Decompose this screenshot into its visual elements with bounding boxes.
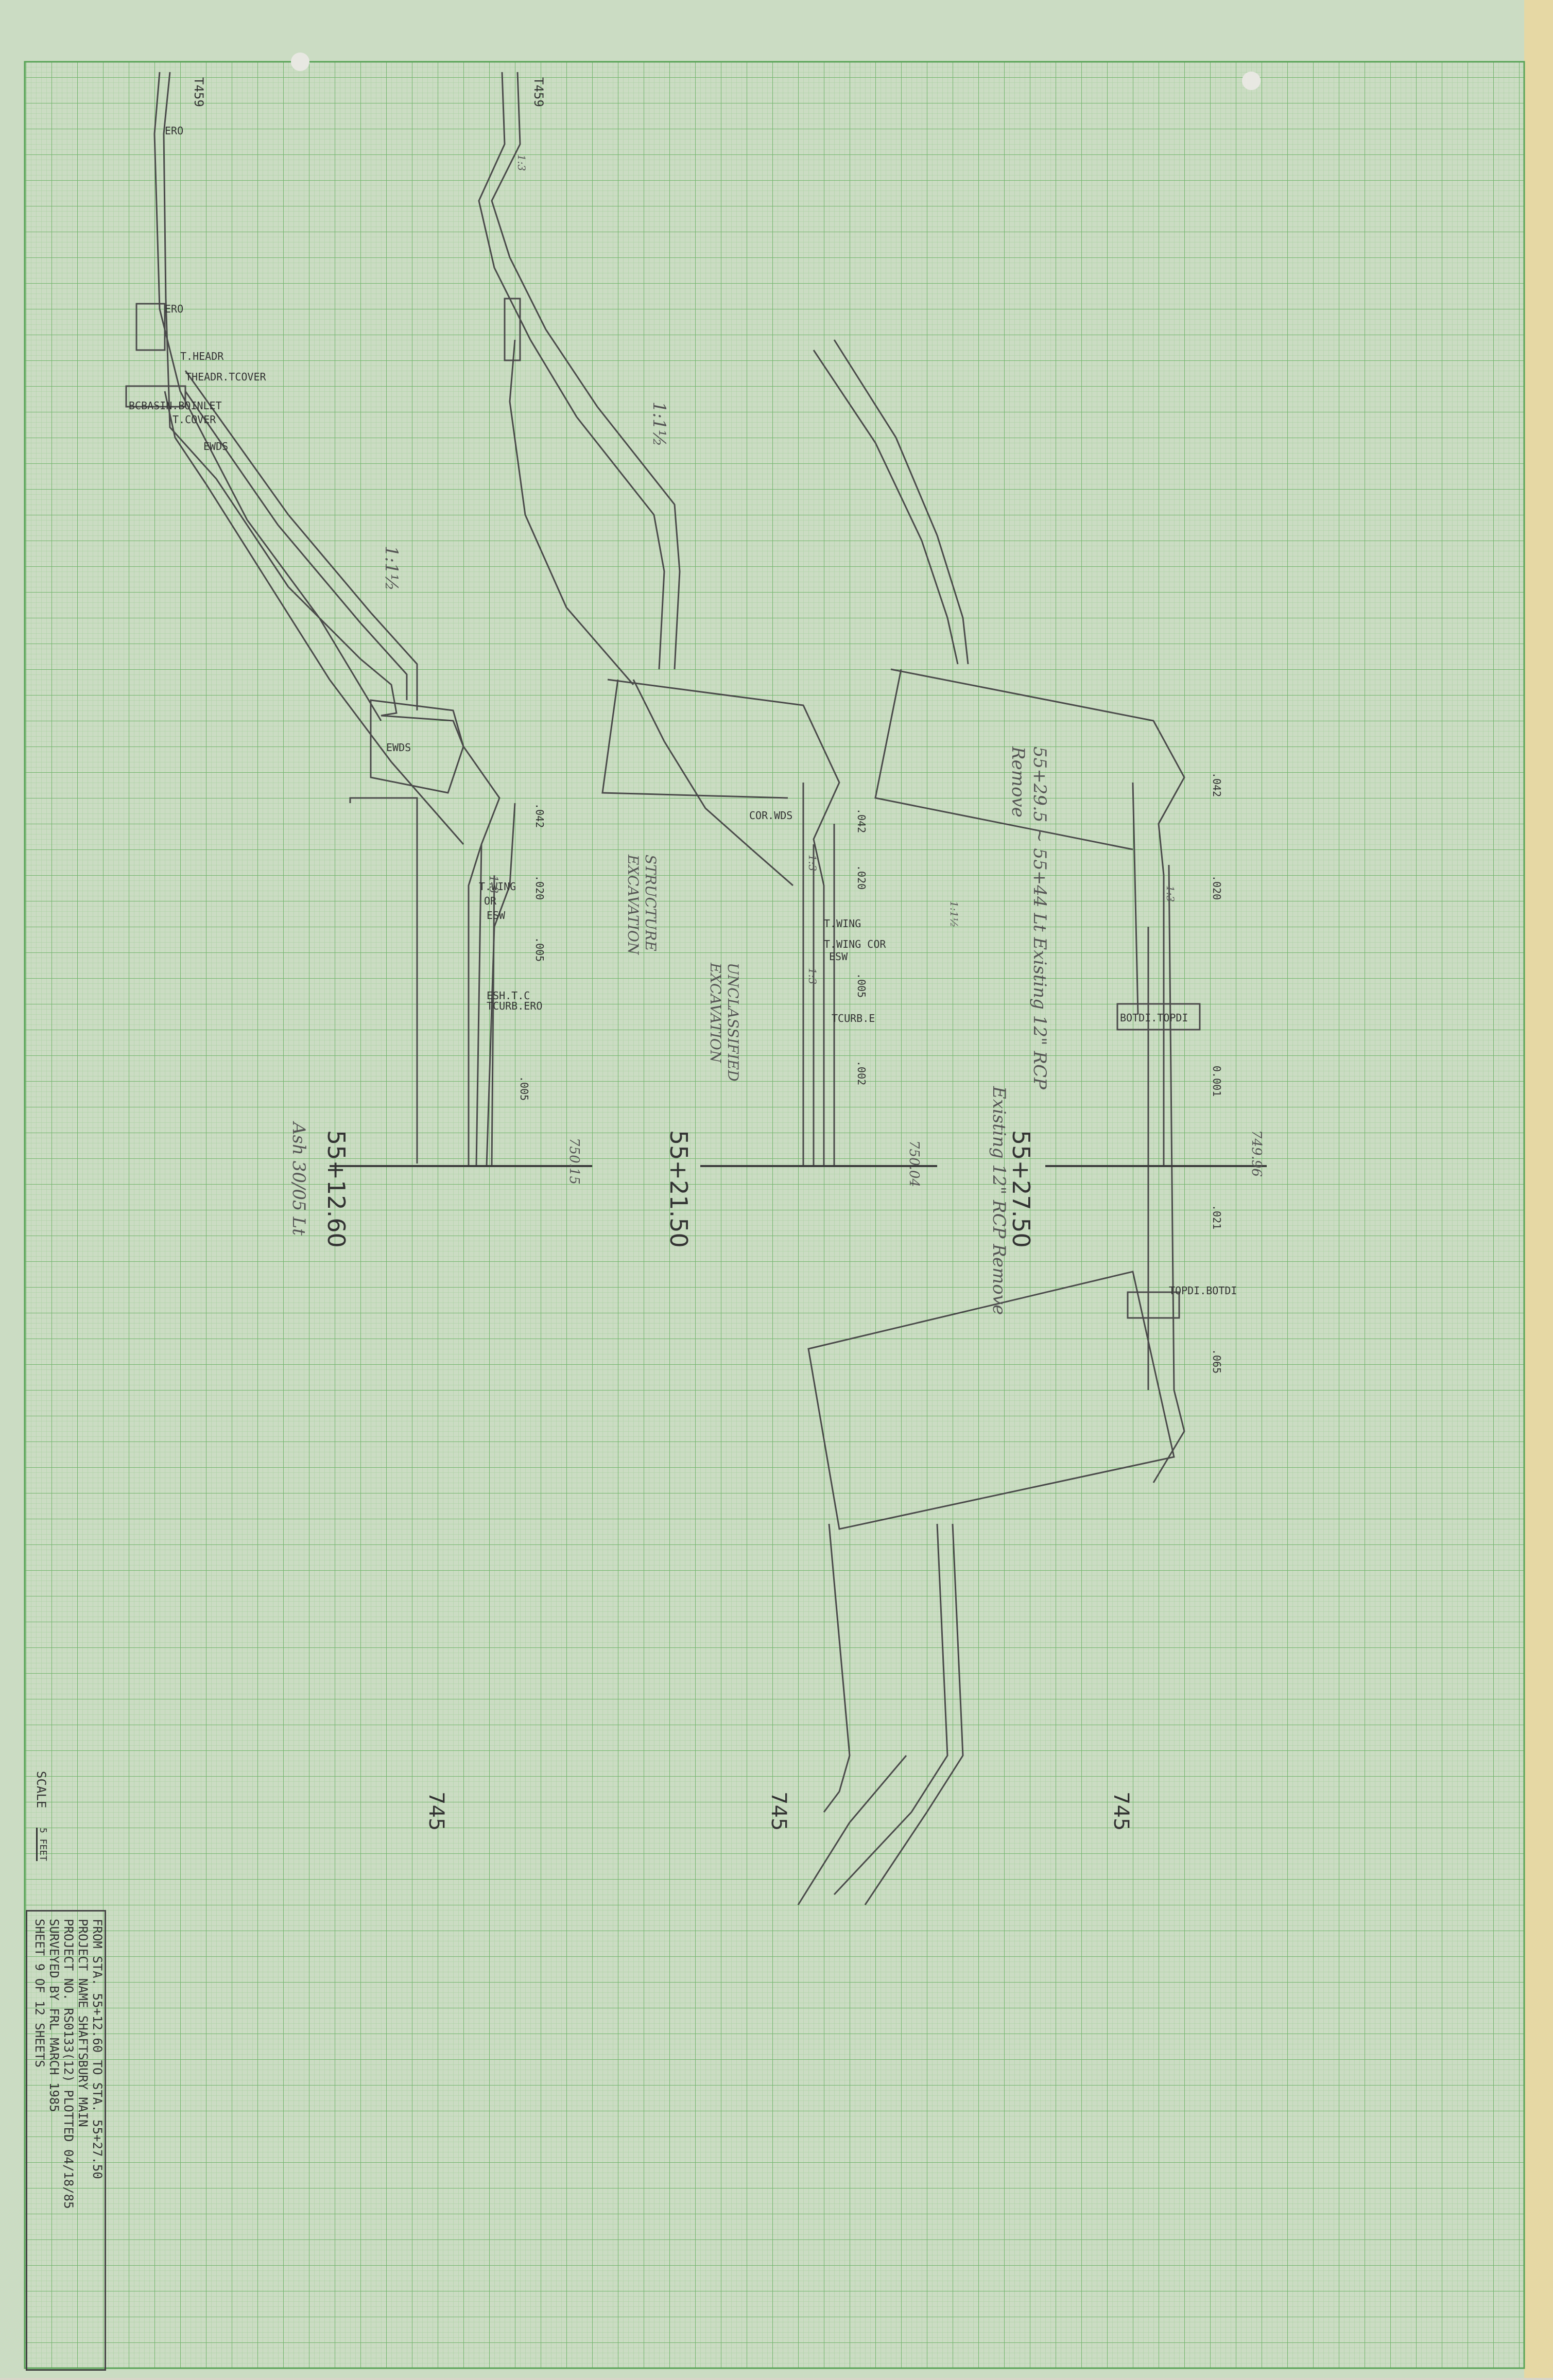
label-botdi-topdi: BOTDI.TOPDI bbox=[1120, 1012, 1188, 1024]
label-esh-tc: ESH.T.C bbox=[487, 989, 530, 1002]
scale-block: SCALE 5 FEET bbox=[26, 1771, 51, 1900]
label-ero-2: ERO bbox=[165, 303, 184, 315]
dim-2a: .042 bbox=[855, 808, 868, 833]
section-3-lines bbox=[797, 339, 1201, 1905]
title-project-name: PROJECT NAME SHAFTSBURY MAIN bbox=[76, 1919, 90, 2127]
section-2-lines bbox=[478, 72, 840, 1166]
slope-2-upper: 1:1½ bbox=[649, 402, 669, 447]
dim-1c: .005 bbox=[533, 937, 546, 962]
note-1: Ash 30/05 Lt bbox=[288, 1122, 309, 1236]
annotation-structure-excavation: STRUCTURE EXCAVATION bbox=[625, 855, 659, 955]
title-sheet: SHEET 9 OF 12 SHEETS bbox=[32, 1919, 47, 2068]
label-theadr: T.HEADR bbox=[180, 350, 224, 362]
slope-3-lower: 1:1½ bbox=[948, 901, 960, 928]
label-or: OR bbox=[484, 895, 497, 907]
dim-3a: .042 bbox=[1211, 772, 1223, 797]
station-3: 55+27.50 bbox=[1007, 1130, 1035, 1248]
grade-3: 745 bbox=[1109, 1792, 1133, 1831]
label-theadr-tcover: THEADR.TCOVER bbox=[185, 371, 266, 383]
station-2: 55+21.50 bbox=[665, 1130, 693, 1248]
label-topdi-botdi: TOPDI.BOTDI bbox=[1169, 1284, 1237, 1297]
elevation-1: 750.15 bbox=[566, 1138, 582, 1185]
label-twing-cor: T.WING COR bbox=[824, 938, 886, 950]
note-3-upper: 55+29.5 ~ 55+44 Lt Existing 12" RCP Remo… bbox=[1008, 746, 1050, 1089]
annotation-unclassified-excavation: UNCLASSIFIED EXCAVATION bbox=[707, 963, 741, 1082]
title-block: FROM STA. 55+12.60 TO STA. 55+27.50 PROJ… bbox=[26, 1910, 106, 2371]
slope-2c: 1:3 bbox=[806, 968, 819, 985]
label-ewds-1: EWDS bbox=[203, 440, 229, 453]
label-esw-2: ESW bbox=[829, 950, 848, 963]
dim-2d: .002 bbox=[855, 1061, 868, 1086]
label-t459-1: T459 bbox=[192, 77, 206, 107]
section-1-lines bbox=[125, 72, 516, 1167]
dim-2c: .005 bbox=[855, 973, 868, 998]
slope-1-lower: 1:3 bbox=[487, 875, 499, 894]
slope-1-upper: 1:1½ bbox=[381, 546, 402, 591]
grade-1: 745 bbox=[424, 1792, 448, 1831]
dim-1a: .042 bbox=[533, 803, 546, 828]
label-twing-1: T.WING bbox=[479, 880, 516, 893]
label-tcurb-e: TCURB.E bbox=[832, 1012, 875, 1024]
punch-hole-left bbox=[291, 53, 309, 71]
label-ero-1: ERO bbox=[165, 125, 184, 137]
grade-2: 745 bbox=[767, 1792, 790, 1831]
label-tcurb-ero: TCURB.ERO bbox=[487, 1000, 543, 1012]
scale-value: 5 FEET bbox=[36, 1828, 48, 1862]
dim-1b: .020 bbox=[533, 875, 546, 900]
elevation-3: 749.96 bbox=[1249, 1130, 1264, 1177]
station-1: 55+12.60 bbox=[322, 1130, 350, 1248]
grid-border bbox=[24, 61, 1525, 2369]
dim-2b: .020 bbox=[855, 865, 868, 890]
slope-3a: 1:3 bbox=[1164, 885, 1177, 902]
label-tcover: T.COVER bbox=[172, 413, 216, 426]
dim-3c: 0.001 bbox=[1211, 1066, 1223, 1097]
slope-2a: 1:3 bbox=[515, 154, 528, 171]
slope-2b: 1:3 bbox=[806, 855, 819, 872]
title-surveyed-by: SURVEYED BY FRL MARCH 1985 bbox=[47, 1919, 61, 2112]
dim-3e: .065 bbox=[1211, 1349, 1223, 1374]
dim-1d: .005 bbox=[518, 1076, 530, 1101]
scale-label: SCALE bbox=[34, 1771, 48, 1809]
label-ewds-2: EWDS bbox=[386, 741, 411, 754]
label-esw-1: ESW bbox=[487, 909, 506, 922]
label-cor-wds: COR.WDS bbox=[749, 809, 793, 822]
title-project-no: PROJECT NO. RS0133(12) PLOTTED 04/18/85 bbox=[61, 1919, 76, 2209]
punch-hole-right bbox=[1242, 72, 1261, 90]
label-twing-2: T.WING bbox=[824, 917, 861, 930]
dim-3b: .020 bbox=[1211, 875, 1223, 900]
dim-3d: .021 bbox=[1211, 1205, 1223, 1230]
note-3-lower: Existing 12" RCP Remove bbox=[989, 1086, 1009, 1315]
grid-area bbox=[25, 62, 1524, 2368]
title-from-to: FROM STA. 55+12.60 TO STA. 55+27.50 bbox=[90, 1919, 105, 2179]
paper-edge bbox=[1524, 0, 1553, 2378]
elevation-2: 750.04 bbox=[906, 1140, 922, 1187]
label-t459-2: T459 bbox=[531, 77, 546, 107]
label-bcbasin: BCBASIN.BOINLET bbox=[129, 399, 222, 412]
